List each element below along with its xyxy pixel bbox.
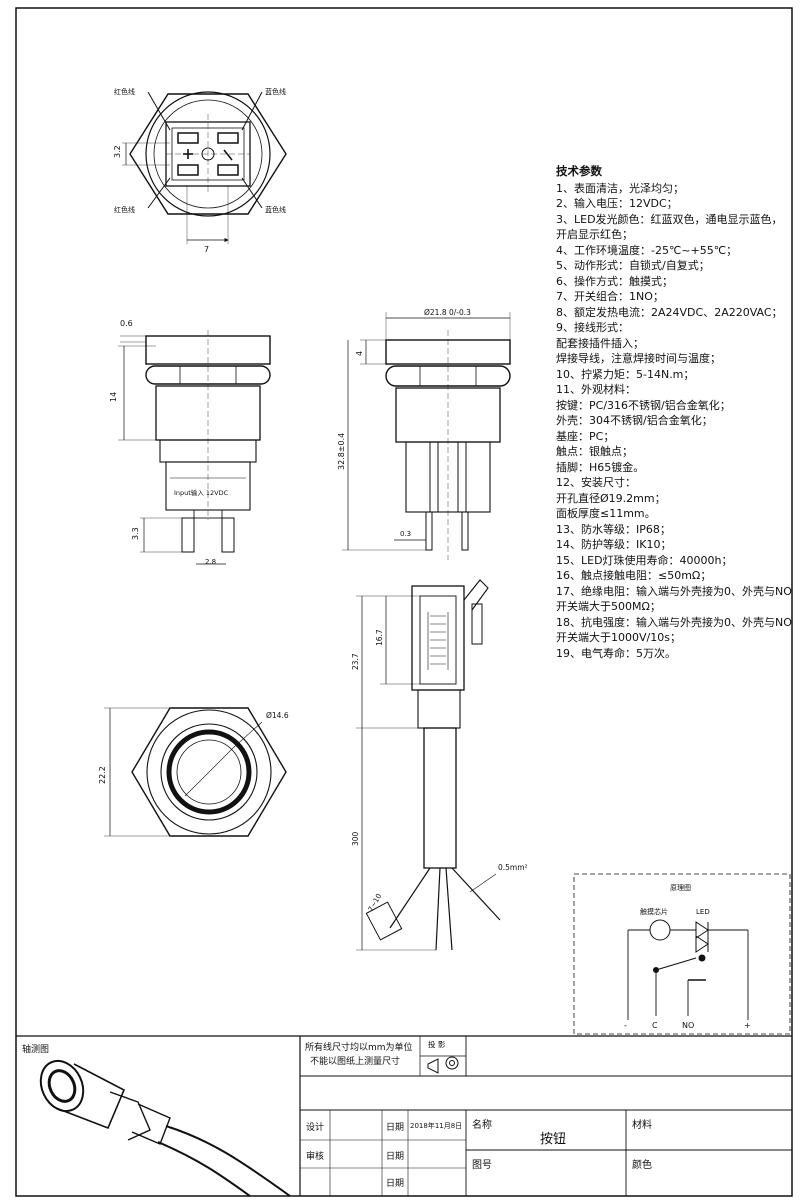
spec-line: 12、安装尺寸：	[556, 476, 636, 489]
dim-side-pin-w: 2.8	[205, 558, 216, 566]
label-blue-wire-2: 蓝色线	[265, 205, 286, 214]
section-view	[342, 312, 511, 560]
date-value: 2018年11月8日	[410, 1122, 463, 1130]
schematic-touch-label: 触摸芯片	[640, 907, 668, 916]
title-block-lines	[16, 1035, 792, 1196]
axonometric-sketch	[39, 1059, 291, 1197]
unit-note-2: 不能以图纸上测量尺寸	[310, 1057, 401, 1067]
dim-bottom-ring: Ø14.6	[266, 711, 289, 720]
unit-note-1: 所有线尺寸均以mm为单位	[305, 1043, 413, 1053]
spec-line: 18、抗电强度：输入端与外壳接为0、外壳与NO开关端大于1000V/10s；	[556, 615, 792, 645]
spec-line: 17、绝缘电阻：输入端与外壳接为0、外壳与NO开关端大于500MΩ；	[556, 584, 792, 614]
dim-cable-b: 23.7	[351, 653, 360, 670]
specs-list: 1、表面清洁，光泽均匀； 2、输入电压：12VDC； 3、LED发光颜色：红蓝双色，…	[556, 181, 792, 662]
spec-line: 11、外观材料：	[556, 383, 636, 396]
projection-label: 投 影	[428, 1040, 446, 1049]
dim-section-diameter: Ø21.8 0/-0.3	[424, 308, 471, 317]
dim-side-pin: 3.3	[131, 527, 140, 540]
spec-line: 焊接导线，注意焊接时间与温度；	[556, 352, 721, 365]
name-label: 名称	[472, 1120, 492, 1131]
dim-side-body: 14	[109, 392, 118, 402]
spec-line: 配套接插件插入；	[556, 336, 644, 350]
spec-line: 4、工作环境温度：-25℃~+55℃；	[556, 243, 738, 257]
spec-line: 按键：PC/316不锈钢/铝合金氧化；	[556, 398, 731, 412]
spec-line: 5、动作形式：自锁式/自复式；	[556, 259, 710, 272]
spec-line: 3、LED发光颜色：红蓝双色，通电显示蓝色，开启显示红色；	[556, 212, 783, 242]
schematic-title: 原理图	[670, 884, 691, 892]
dim-side-top: 0.6	[120, 319, 133, 328]
date-label-2: 日期	[386, 1152, 405, 1162]
spec-line: 1、表面清洁，光泽均匀；	[556, 181, 684, 195]
name-value: 按钮	[540, 1132, 567, 1147]
spec-line: 触点：银触点；	[556, 445, 633, 458]
sheet-border	[15, 7, 793, 1197]
dim-section-total: 32.8±0.4	[337, 433, 346, 470]
spec-line: 9、接线形式：	[556, 321, 629, 334]
spec-line: 19、电气寿命：5万次。	[556, 646, 676, 660]
specs-title: 技术参数	[556, 164, 602, 178]
side-view	[118, 330, 271, 565]
spec-line: 开孔直径Ø19.2mm；	[556, 491, 666, 505]
spec-line: 14、防护等级：IK10；	[556, 538, 672, 551]
dim-section-pin: 0.3	[400, 530, 411, 538]
spec-line: 基座：PC；	[556, 429, 615, 443]
schematic-led-label: LED	[696, 908, 710, 916]
cable-view	[356, 579, 501, 951]
spec-line: 13、防水等级：IP68；	[556, 522, 671, 536]
review-label: 审核	[306, 1152, 325, 1162]
design-label: 设计	[306, 1123, 325, 1133]
side-body-label: Input输入 12VDC	[174, 488, 229, 497]
label-red-wire-2: 红色线	[114, 205, 135, 214]
date-label-1: 日期	[386, 1123, 405, 1133]
spec-line: 插脚：H65镀金。	[556, 460, 645, 474]
terminal-no: NO	[682, 1021, 694, 1030]
wire-spec: 0.5mm²	[498, 863, 528, 872]
dim-cable-length: 300	[351, 831, 360, 846]
drawing-no-label: 图号	[472, 1160, 492, 1171]
spec-line: 面板厚度≤11mm。	[556, 507, 656, 520]
spec-line: 8、额定发热电流：2A24VDC、2A220VAC；	[556, 305, 783, 319]
spec-line: 15、LED灯珠使用寿命：40000h；	[556, 553, 733, 567]
label-red-wire-1: 红色线	[114, 87, 135, 96]
material-label: 材料	[632, 1120, 652, 1131]
top-view	[122, 91, 287, 244]
dim-bottom-hex: 22.2	[98, 766, 107, 784]
spec-line: 16、触点接触电阻：≤50mΩ；	[556, 569, 712, 582]
label-blue-wire-1: 蓝色线	[265, 87, 286, 96]
spec-line: 7、开关组合：1NO；	[556, 290, 664, 303]
terminal-plus: +	[744, 1021, 751, 1030]
axonometric-title: 轴测图	[22, 1043, 49, 1055]
dim-section-head: 4	[355, 351, 364, 356]
spec-line: 6、操作方式：触摸式；	[556, 274, 673, 288]
terminal-c: C	[652, 1021, 658, 1030]
dim-top-height: 3.2	[113, 145, 122, 158]
spec-line: 2、输入电压：12VDC；	[556, 197, 678, 210]
terminal-minus: -	[624, 1021, 627, 1030]
dim-cable-a: 16.7	[375, 629, 384, 646]
color-label: 颜色	[632, 1160, 652, 1171]
date-label-3: 日期	[386, 1179, 405, 1189]
schematic-box	[573, 873, 791, 1035]
tech-specs: 技术参数 1、表面清洁，光泽均匀； 2、输入电压：12VDC； 3、LED发光颜色：…	[556, 164, 792, 661]
bottom-view	[104, 707, 287, 837]
spec-line: 外壳：304不锈钢/铝合金氧化；	[556, 414, 713, 427]
dim-top-width: 7	[204, 245, 209, 254]
dim-cable-strip: 7~10	[367, 892, 384, 913]
spec-line: 10、拧紧力矩：5-14N.m；	[556, 367, 695, 381]
